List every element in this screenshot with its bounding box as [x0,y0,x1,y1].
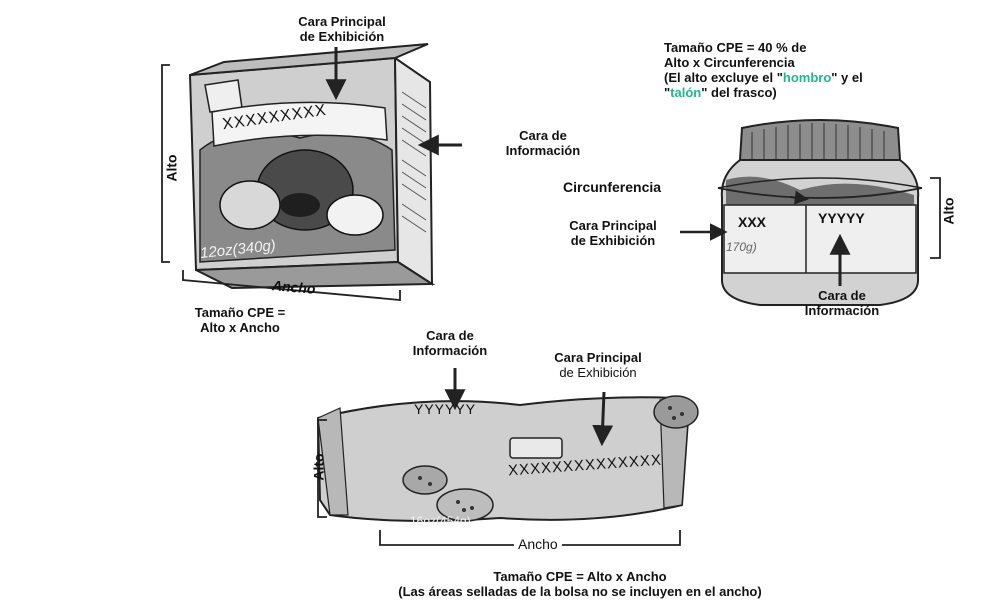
jar-size-label-line2: Alto x Circunferencia [664,55,795,70]
box-info-label: Cara de Información [478,128,608,158]
bag-net-weight: 16oz(454g) [410,514,471,528]
jar-note-prefix: (El alto excluye el " [664,70,783,85]
box-pde-label-line1: Cara Principal [298,14,386,29]
jar-pde-code: XXX [738,214,767,230]
jar-note-shoulder: hombro [782,70,832,85]
jar-size-label-line1: Tamaño CPE = 40 % de [664,40,807,55]
jar-size-label: Tamaño CPE = 40 % de Alto x Circunferenc… [664,40,863,100]
box-info-label-line2: Información [505,143,581,158]
cereal-box-illustration [161,43,462,301]
jar-height-label: Alto [940,197,957,225]
jar-note-heel: talón [670,85,702,100]
jar-info-label-line1: Cara de [818,288,866,303]
jar-note-suffix: " del frasco) [701,85,777,100]
jar-weight-fragment: 170g) [726,240,757,254]
bag-pde-label-line2: de Exhibición [559,365,637,380]
bag-size-label: Tamaño CPE = Alto x Ancho (Las áreas sel… [300,569,860,599]
box-size-label-line1: Tamaño CPE = [194,305,286,320]
bag-illustration [316,368,699,546]
bag-info-label-line2: Información [412,343,488,358]
bag-pde-label: Cara Principal de Exhibición [543,350,653,380]
bag-height-label: Alto [310,453,327,481]
box-pde-label: Cara Principal de Exhibición [277,14,407,44]
jar-pde-label-line2: de Exhibición [570,233,656,248]
bag-size-label-line2: (Las áreas selladas de la bolsa no se in… [398,584,762,599]
jar-pde-label-line1: Cara Principal [569,218,657,233]
jar-circumference-label: Circunferencia [563,179,662,195]
box-size-label: Tamaño CPE = Alto x Ancho [180,305,300,335]
jar-info-label: Cara de Información [782,288,902,318]
bag-width-label: Ancho [514,537,562,552]
jar-note-line1: (El alto excluye el "hombro" y el [664,70,863,85]
bag-info-label-line1: Cara de [426,328,474,343]
box-info-label-line1: Cara de [519,128,567,143]
jar-note-line2: "talón" del frasco) [664,85,863,100]
jar-pde-label: Cara Principal de Exhibición [548,218,678,248]
jar-info-code: YYYYY [818,210,865,226]
bag-info-label: Cara de Información [395,328,505,358]
jar-info-label-line2: Información [804,303,880,318]
bag-pde-label-line1: Cara Principal [554,350,642,365]
box-pde-label-line2: de Exhibición [299,29,385,44]
box-size-label-line2: Alto x Ancho [200,320,280,335]
jar-illustration [680,119,941,306]
bag-info-code: YYYYYY [414,401,477,417]
jar-note-middle: " y el [831,70,863,85]
bag-size-label-line1: Tamaño CPE = Alto x Ancho [493,569,667,584]
box-height-label: Alto [163,154,180,182]
jar-note-quote: " [664,85,671,100]
